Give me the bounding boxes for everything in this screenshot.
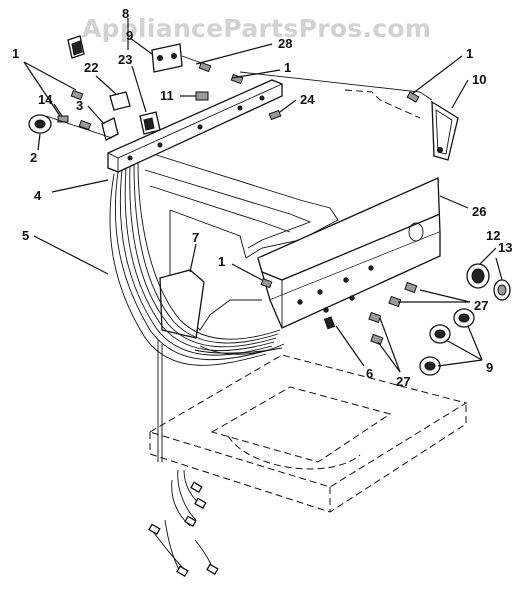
callout-12: 12 <box>486 228 500 243</box>
callout-2: 2 <box>30 150 37 165</box>
knob-part-12 <box>466 263 490 289</box>
callout-1-top-right: 1 <box>466 46 473 61</box>
callout-5: 5 <box>22 228 29 243</box>
callout-14: 14 <box>38 92 53 107</box>
callout-3: 3 <box>76 98 83 113</box>
screws-top <box>195 61 420 289</box>
callout-1-top-left: 1 <box>12 46 19 61</box>
knobs-part-9 <box>419 308 475 376</box>
callout-9-knobs: 9 <box>486 360 493 375</box>
screw-part-6 <box>323 316 336 330</box>
wire-harness <box>109 161 285 462</box>
callout-27-right: 27 <box>474 298 488 313</box>
callout-23: 23 <box>118 52 132 67</box>
lower-wire-leads <box>148 469 219 577</box>
left-switch-cluster <box>28 89 161 141</box>
callout-7: 7 <box>192 230 199 245</box>
callout-8: 8 <box>122 6 129 21</box>
callout-26: 26 <box>472 204 486 219</box>
watermark: AppliancePartsPros.com <box>82 14 432 43</box>
callout-4: 4 <box>34 188 42 203</box>
callout-13: 13 <box>498 240 512 255</box>
callout-labels: 1 1 1 1 2 3 4 5 6 7 8 9 9 10 11 12 13 14… <box>12 6 512 389</box>
callout-6: 6 <box>366 366 373 381</box>
callout-27-lower: 27 <box>396 374 410 389</box>
callout-1-upper-middle: 1 <box>284 60 291 75</box>
callout-24: 24 <box>300 92 315 107</box>
callout-1-console: 1 <box>218 254 225 269</box>
callout-10: 10 <box>472 72 486 87</box>
switch-part-8 <box>67 35 85 59</box>
knob-part-13 <box>493 279 511 301</box>
frame-outline <box>144 71 433 331</box>
cabinet-top-outline <box>148 354 468 513</box>
callout-11: 11 <box>160 88 174 103</box>
callout-22: 22 <box>84 60 98 75</box>
console-bracket <box>107 79 283 173</box>
leader-lines <box>23 18 503 373</box>
timer-bracket-part-10 <box>431 100 459 161</box>
callout-9-top: 9 <box>126 28 133 43</box>
callout-28: 28 <box>278 36 292 51</box>
console-panel <box>257 177 441 329</box>
spacers-part-27 <box>368 281 418 346</box>
rear-cover-panel <box>159 269 205 339</box>
